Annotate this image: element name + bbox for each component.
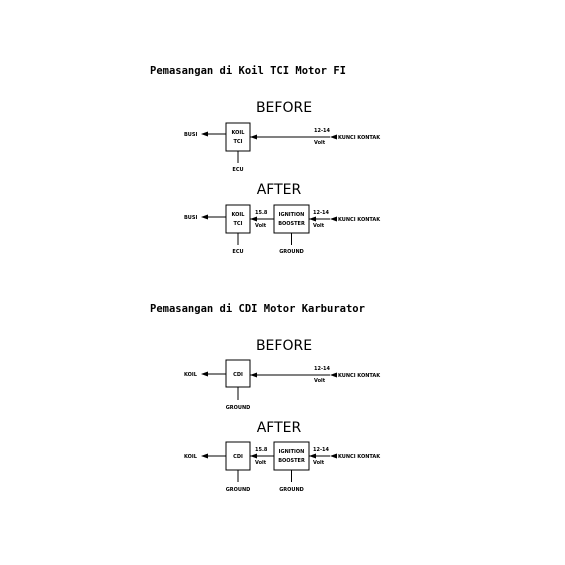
section2-after-kontak-arrow — [330, 453, 337, 459]
section1-before-busi-arrow — [201, 131, 208, 137]
section2-before-box-line1: CDI — [233, 372, 243, 378]
section1-after-ground-label: GROUND — [279, 249, 304, 255]
section1-after-mid-voltage-line2: Volt — [255, 223, 267, 229]
section2-after-mid-voltage-line1: 15.8 — [255, 447, 268, 453]
section1-after-input-arrow — [309, 216, 316, 222]
section2-after-heading: AFTER — [257, 420, 302, 436]
section1-after-box-line1: KOIL — [232, 212, 246, 218]
section2-before-kunci-kontak-label: KUNCI KONTAK — [338, 373, 381, 379]
section1-after-booster-line1: IGNITION — [279, 212, 305, 218]
section2-after-cdi-ground-label: GROUND — [226, 487, 251, 493]
section1-before-heading: BEFORE — [256, 100, 312, 116]
section2-after-koil-label: KOIL — [184, 454, 198, 460]
section1-after-box-line2: TCI — [234, 221, 243, 227]
section2-after-mid-arrow — [250, 453, 257, 459]
section1-after-koil-tci-box — [225, 204, 251, 234]
section2-before-voltage-line1: 12-14 — [314, 366, 331, 372]
section1-after-booster-line2: BOOSTER — [278, 221, 305, 227]
section1-before-input-arrow — [250, 134, 257, 140]
section2-after-mid-voltage-line2: Volt — [255, 460, 267, 466]
section1-before-ecu-label: ECU — [232, 167, 243, 173]
section1-title: Pemasangan di Koil TCI Motor FI — [150, 65, 346, 77]
section1-before-box-line1: KOIL — [232, 130, 246, 136]
section2-before-ground-label: GROUND — [226, 405, 251, 411]
section2-after-booster-line2: BOOSTER — [278, 458, 305, 464]
section2-after-booster-ground-label: GROUND — [279, 487, 304, 493]
section1-after-kontak-arrow — [330, 216, 337, 222]
section1-after-busi-label: BUSI — [184, 215, 197, 221]
section1-after-mid-arrow — [250, 216, 257, 222]
section2-after-booster-line1: IGNITION — [279, 449, 305, 455]
section2-before-input-arrow — [250, 372, 257, 378]
section1-before-kontak-arrow — [330, 134, 337, 140]
section1-after-ecu-label: ECU — [232, 249, 243, 255]
section2-after-input-arrow — [309, 453, 316, 459]
section1-before-kunci-kontak-label: KUNCI KONTAK — [338, 135, 381, 141]
section2-after-box-line1: CDI — [233, 454, 243, 460]
section1-after-kunci-kontak-label: KUNCI KONTAK — [338, 217, 381, 223]
section2-before-diagram: BEFORE KOIL CDI 12-14 Volt KUNCI KONTAK … — [184, 338, 381, 411]
section2-title: Pemasangan di CDI Motor Karburator — [150, 303, 365, 315]
section2-after-kunci-kontak-label: KUNCI KONTAK — [338, 454, 381, 460]
section1-before-diagram: BEFORE BUSI KOIL TCI 12-14 Volt KUNCI KO… — [184, 100, 381, 173]
section1-after-heading: AFTER — [257, 182, 302, 198]
section2-before-heading: BEFORE — [256, 338, 312, 354]
section2-before-cdi-box — [225, 359, 251, 388]
section2-after-cdi-box — [225, 441, 251, 471]
section1-after-busi-arrow — [201, 214, 208, 220]
section2-before-voltage-line2: Volt — [314, 378, 326, 384]
section2-after-diagram: AFTER KOIL CDI 15.8 Volt IGNITION BOOSTE… — [184, 420, 381, 493]
section1-before-busi-label: BUSI — [184, 132, 197, 138]
section2-after-koil-arrow — [201, 453, 208, 459]
section2-before-koil-label: KOIL — [184, 372, 198, 378]
section2-after-ignition-booster-box — [273, 441, 310, 471]
section1-after-diagram: AFTER BUSI KOIL TCI 15.8 Volt IGNITION B… — [184, 182, 381, 255]
section2-before-koil-arrow — [201, 371, 208, 377]
section2-after-voltage-line1: 12-14 — [313, 447, 330, 453]
section1-after-ignition-booster-box — [273, 204, 310, 234]
section1-before-voltage-line2: Volt — [314, 140, 326, 146]
section1-before-koil-tci-box — [225, 122, 251, 152]
section2-before-kontak-arrow — [330, 372, 337, 378]
section1-before-box-line2: TCI — [234, 139, 243, 145]
section1-after-mid-voltage-line1: 15.8 — [255, 210, 268, 216]
section1-after-voltage-line2: Volt — [313, 223, 325, 229]
section1-after-voltage-line1: 12-14 — [313, 210, 330, 216]
section1-before-voltage-line1: 12-14 — [314, 128, 331, 134]
section2-after-voltage-line2: Volt — [313, 460, 325, 466]
